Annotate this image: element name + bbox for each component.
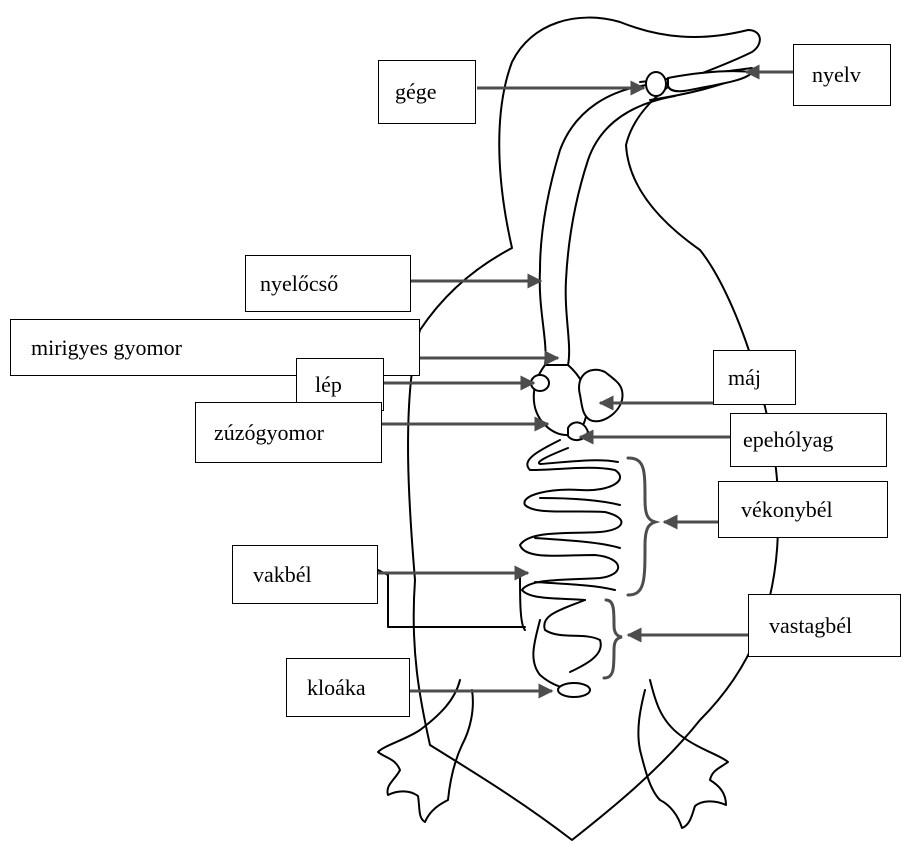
body-outline	[408, 18, 778, 840]
cecum-connector	[378, 570, 525, 627]
label-epeholyag: epehólyag	[730, 413, 887, 467]
large-intestine-coils	[533, 600, 600, 690]
label-vekonybel: vékonybél	[718, 481, 888, 538]
label-kloaka: kloáka	[286, 658, 410, 717]
large-intestine-brace	[604, 600, 622, 678]
label-nyelocso: nyelőcső	[245, 255, 411, 312]
label-gege: gége	[378, 60, 476, 124]
small-intestine-coils	[520, 440, 621, 600]
label-maj: máj	[713, 350, 796, 405]
esophagus-tube	[540, 84, 675, 365]
cecum-loop	[520, 575, 525, 630]
label-zuzogyomor: zúzógyomor	[195, 402, 382, 463]
cloaca-shape	[558, 683, 590, 697]
label-vastagbel: vastagbél	[748, 594, 901, 657]
larynx-ring	[646, 72, 666, 96]
small-intestine-brace	[628, 458, 655, 595]
right-foot	[638, 680, 728, 828]
label-nyelv: nyelv	[793, 44, 891, 106]
liver-shape	[579, 370, 623, 422]
label-vakbel: vakbél	[232, 545, 378, 604]
